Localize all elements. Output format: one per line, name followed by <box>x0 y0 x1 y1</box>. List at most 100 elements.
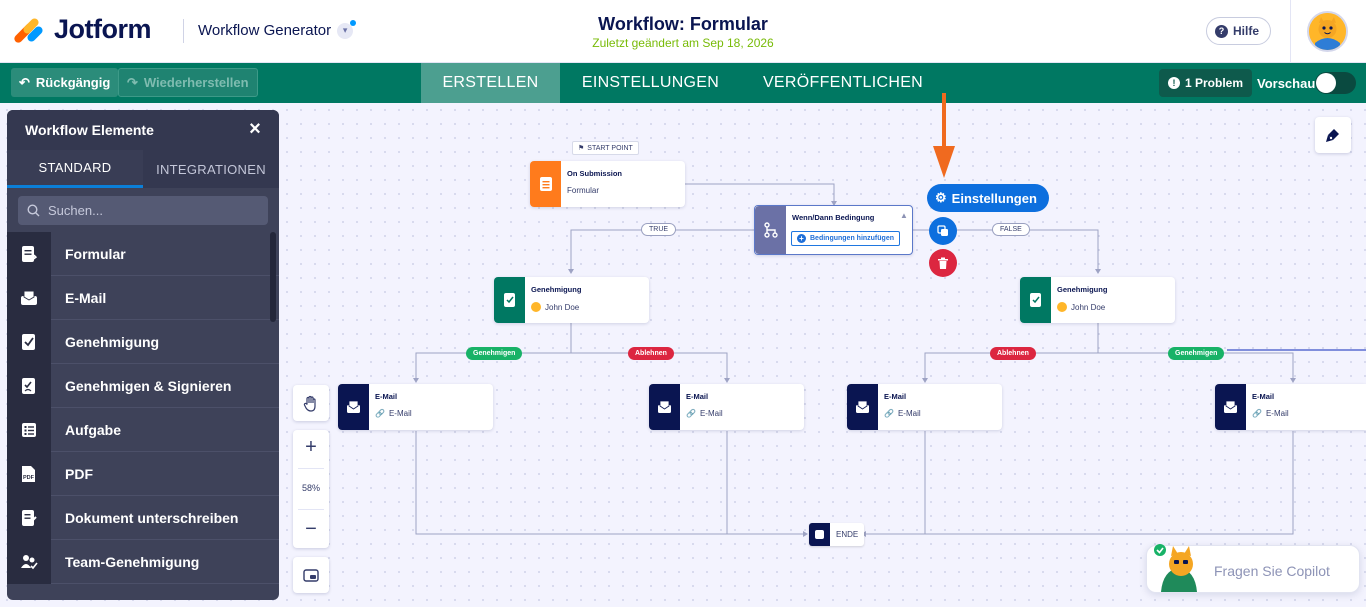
warning-icon: ▲ <box>900 211 908 220</box>
elements-sidebar: Workflow Elemente × STANDARD INTEGRATION… <box>7 110 279 600</box>
brush-icon <box>1326 129 1339 142</box>
redo-button[interactable]: ↷ Wiederherstellen <box>118 68 258 97</box>
approval-icon <box>1020 277 1051 323</box>
product-switcher[interactable]: Workflow Generator ▾ <box>198 19 357 39</box>
assignee-name: John Doe <box>1071 302 1106 312</box>
branch-icon <box>755 206 786 254</box>
add-conditions-button[interactable]: + Bedingungen hinzufügen <box>791 231 900 246</box>
add-conditions-label: Bedingungen hinzufügen <box>810 235 894 242</box>
annotation-arrow <box>933 93 955 178</box>
node-title: E-Mail <box>884 392 907 401</box>
sidebar-item[interactable]: Genehmigen & Signieren <box>7 364 279 408</box>
approval-node-right[interactable]: Genehmigung John Doe <box>1020 277 1175 323</box>
start-point-label: ⚑ START POINT <box>572 141 639 155</box>
reject-branch-label: Ablehnen <box>628 347 674 360</box>
node-title: E-Mail <box>1252 392 1275 401</box>
minimap-button[interactable] <box>293 557 329 593</box>
sidebar-item-label: Aufgabe <box>51 409 279 452</box>
form-icon <box>7 232 51 276</box>
preview-toggle[interactable] <box>1315 72 1356 94</box>
team-approval-icon <box>7 540 51 584</box>
hand-icon <box>303 395 316 412</box>
tab-publish[interactable]: VERÖFFENTLICHEN <box>762 74 924 91</box>
start-point-text: START POINT <box>587 144 633 152</box>
duplicate-button[interactable] <box>929 217 957 245</box>
sidebar-item[interactable]: Dokument unterschreiben <box>7 496 279 540</box>
node-settings-button[interactable]: ⚙ Einstellungen <box>927 184 1049 212</box>
sidebar-item[interactable]: Aufgabe <box>7 408 279 452</box>
help-label: Hilfe <box>1233 24 1260 38</box>
zoom-in-button[interactable]: + <box>305 436 317 458</box>
search-input[interactable] <box>48 203 268 218</box>
header-separator <box>1290 0 1291 63</box>
avatar[interactable] <box>1307 11 1348 52</box>
stop-icon <box>809 523 830 546</box>
undo-button[interactable]: ↶ Rückgängig <box>11 68 119 97</box>
approval-icon <box>7 320 51 364</box>
redo-label: Wiederherstellen <box>143 75 249 90</box>
tab-standard[interactable]: STANDARD <box>7 150 143 188</box>
flag-icon: ⚑ <box>578 145 585 152</box>
undo-label: Rückgängig <box>35 75 111 90</box>
pan-tool-button[interactable] <box>293 385 329 421</box>
search-icon <box>27 204 40 217</box>
tab-build[interactable]: ERSTELLEN <box>421 63 560 103</box>
avatar-icon <box>1309 13 1346 50</box>
email-node[interactable]: E-Mail 🔗E-Mail <box>649 384 804 430</box>
end-node[interactable]: ENDE <box>809 523 865 546</box>
help-button[interactable]: ? Hilfe <box>1206 17 1272 45</box>
reject-branch-label: Ablehnen <box>990 347 1036 360</box>
settings-label: Einstellungen <box>951 190 1037 206</box>
email-icon <box>847 384 878 430</box>
email-node[interactable]: E-Mail 🔗E-Mail <box>847 384 1002 430</box>
approve-branch-label: Genehmigen <box>466 347 523 360</box>
end-label: ENDE <box>836 530 859 539</box>
link-icon: 🔗 <box>1252 409 1262 418</box>
copilot-label: Fragen Sie Copilot <box>1214 563 1330 579</box>
email-node[interactable]: E-Mail 🔗E-Mail <box>1215 384 1366 430</box>
minimap-icon <box>303 568 319 582</box>
sidebar-scrollbar[interactable] <box>270 232 276 322</box>
node-subtitle: E-Mail <box>1265 409 1289 418</box>
alert-icon: ! <box>1168 77 1180 89</box>
sidebar-item-label: PDF <box>51 453 279 496</box>
sidebar-item[interactable]: Team-Genehmigung <box>7 540 279 584</box>
link-icon: 🔗 <box>686 409 696 418</box>
product-name: Workflow Generator <box>198 22 332 39</box>
tab-integrations[interactable]: INTEGRATIONEN <box>156 161 266 177</box>
style-button[interactable] <box>1315 117 1351 153</box>
zoom-controls: + 58% − <box>293 430 329 548</box>
email-icon <box>1215 384 1246 430</box>
node-title: On Submission <box>567 169 623 178</box>
zoom-out-button[interactable]: − <box>305 518 317 540</box>
start-node[interactable]: On Submission Formular <box>530 161 685 207</box>
jotform-logo[interactable]: Jotform <box>12 14 152 45</box>
email-node[interactable]: E-Mail 🔗E-Mail <box>338 384 493 430</box>
logo-text: Jotform <box>54 14 152 44</box>
last-modified-text: Zuletzt geändert am Sep 18, 2026 <box>592 36 774 50</box>
sidebar-item[interactable]: Genehmigung <box>7 320 279 364</box>
sidebar-item[interactable]: E-Mail <box>7 276 279 320</box>
close-icon[interactable]: × <box>249 118 261 140</box>
sidebar-item-label: Formular <box>51 233 279 276</box>
assignee-avatar-icon <box>1057 302 1067 312</box>
sidebar-title: Workflow Elemente <box>25 122 154 138</box>
condition-node[interactable]: Wenn/Dann Bedingung ▲ <box>754 205 913 255</box>
sign-document-icon <box>7 496 51 540</box>
assignee-avatar-icon <box>531 302 541 312</box>
sidebar-item[interactable]: Formular <box>7 232 279 276</box>
top-header: Jotform Workflow Generator ▾ Workflow: F… <box>0 0 1366 63</box>
search-box[interactable] <box>18 196 268 225</box>
toggle-knob <box>1316 73 1336 93</box>
trash-icon <box>938 257 948 269</box>
problem-button[interactable]: ! 1 Problem <box>1159 69 1253 97</box>
tab-settings[interactable]: EINSTELLUNGEN <box>581 74 720 91</box>
approval-node-left[interactable]: Genehmigung John Doe <box>494 277 649 323</box>
node-title: Genehmigung <box>531 285 582 294</box>
chevron-down-icon[interactable]: ▾ <box>337 19 357 39</box>
delete-button[interactable] <box>929 249 957 277</box>
approve-branch-label: Genehmigen <box>1168 347 1225 360</box>
copilot-button[interactable]: Fragen Sie Copilot <box>1146 544 1360 593</box>
